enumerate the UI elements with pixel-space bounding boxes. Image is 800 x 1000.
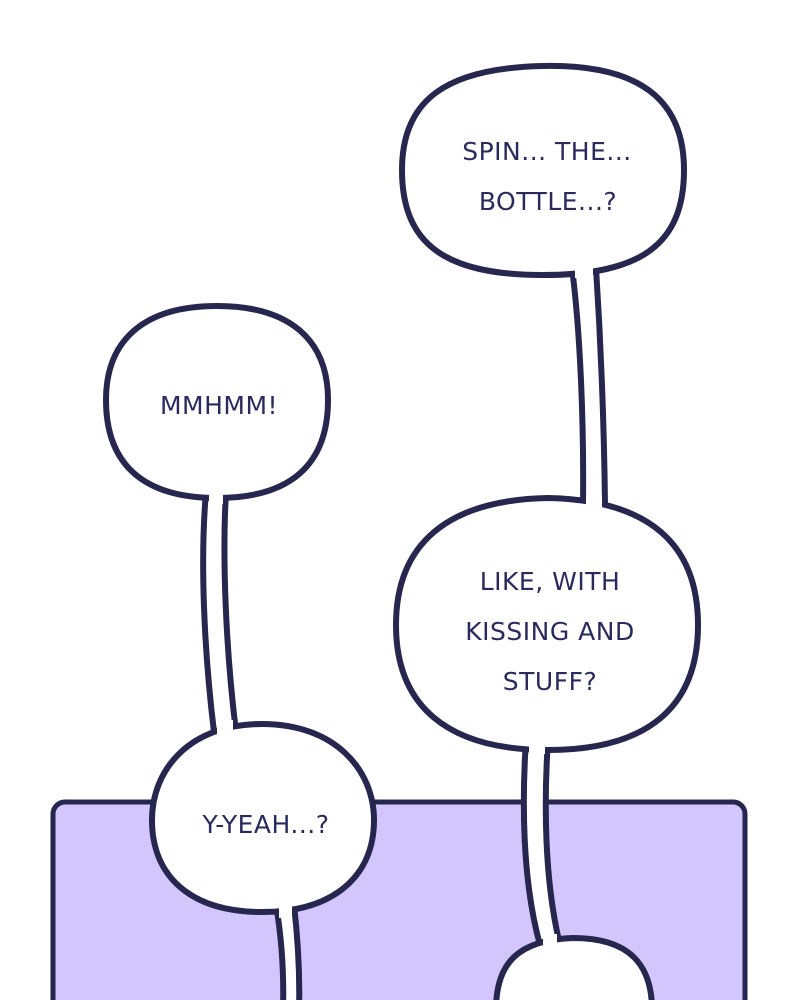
seam-patch xyxy=(529,736,545,754)
left-tail-2 xyxy=(273,902,303,1000)
bubble-text-line: STUFF? xyxy=(503,667,597,696)
speech-bubble-spin-the-bottle: SPIN... THE... BOTTLE...? xyxy=(398,62,688,279)
right-tail-1 xyxy=(569,265,608,508)
speech-bubble-like-with-kissing: LIKE, WITH KISSING AND STUFF? xyxy=(392,494,702,754)
speech-bubble-mmhmm: MMHMM! xyxy=(102,302,332,502)
seam-patch xyxy=(209,486,223,504)
bubble-text-line: KISSING AND xyxy=(465,617,634,646)
seam-patch xyxy=(279,900,292,918)
seam-patch xyxy=(543,934,557,948)
seam-patch xyxy=(586,496,602,512)
bubble-text-line: LIKE, WITH xyxy=(480,567,621,596)
bubble-text-line: SPIN... THE... xyxy=(462,137,632,166)
bubble-text-line: MMHMM! xyxy=(160,391,278,420)
bubble-text-line: BOTTLE...? xyxy=(479,187,617,216)
bubble-text-line: Y-YEAH...? xyxy=(202,810,330,839)
left-tail-1 xyxy=(200,489,239,735)
seam-patch xyxy=(217,720,233,736)
seam-patch xyxy=(575,262,593,278)
speech-bubble-y-yeah: Y-YEAH...? xyxy=(148,720,378,916)
speech-bubble-partial xyxy=(493,934,655,1000)
